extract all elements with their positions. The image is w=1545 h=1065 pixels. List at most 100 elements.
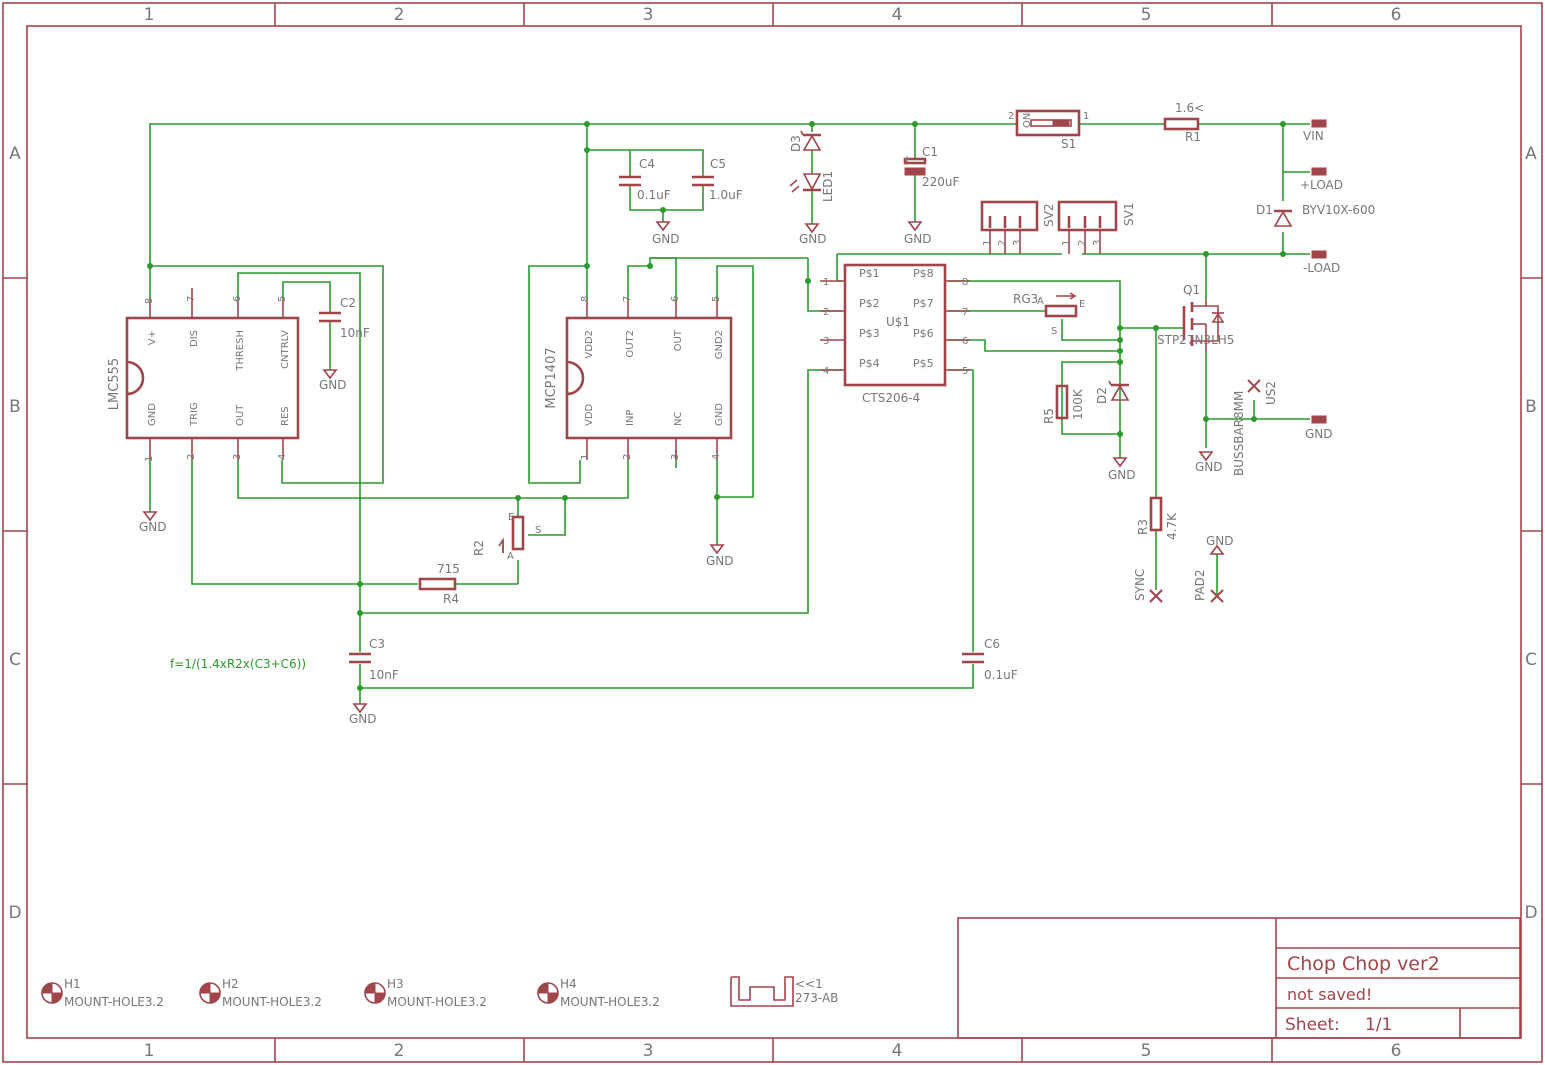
svg-text:0.1uF: 0.1uF xyxy=(984,668,1018,682)
pin-label: P$3 xyxy=(859,327,880,340)
header-sv1[interactable]: SV1 1 2 3 xyxy=(1057,200,1136,254)
pad-pad2[interactable]: PAD2 xyxy=(1193,569,1224,603)
pin-number: 6 xyxy=(670,296,681,302)
svg-text:R5: R5 xyxy=(1042,408,1056,424)
resistor-r1[interactable]: 1.6< R1 xyxy=(1163,101,1204,144)
mosfet-q1[interactable]: Q1 STP27N3LH5 xyxy=(1157,283,1234,352)
col-label-top: 6 xyxy=(1391,5,1402,25)
svg-text:C6: C6 xyxy=(984,637,1000,651)
svg-text:C2: C2 xyxy=(340,296,356,310)
u1-value: CTS206-4 xyxy=(862,391,920,405)
col-label-top: 5 xyxy=(1141,5,1152,25)
svg-text:4.7K: 4.7K xyxy=(1165,512,1179,540)
polarity-plus-icon: + xyxy=(903,154,911,165)
capacitor-c1[interactable]: + C1 220uF xyxy=(903,145,960,189)
pin-number: 4 xyxy=(711,454,722,460)
svg-text:GND: GND xyxy=(904,232,932,246)
pad-sync[interactable]: SYNC xyxy=(1133,569,1163,603)
svg-text:STP27N3LH5: STP27N3LH5 xyxy=(1157,333,1234,347)
net-junctions xyxy=(147,121,1286,691)
pin-label: INP xyxy=(625,410,636,426)
pin-number: 3 xyxy=(823,336,829,347)
diode-d3[interactable]: D3 xyxy=(789,130,822,152)
svg-text:S1: S1 xyxy=(1061,137,1076,151)
capacitor-c2[interactable]: C2 10nF xyxy=(319,296,370,340)
pin-label: P$1 xyxy=(859,267,880,280)
svg-text:S: S xyxy=(1051,326,1057,337)
capacitor-c4[interactable]: C4 0.1uF xyxy=(619,157,671,202)
col-label-bottom: 5 xyxy=(1141,1041,1152,1061)
frequency-formula: f=1/(1.4xR2x(C3+C6)) xyxy=(170,657,306,671)
frame-labels: 1 2 3 4 5 6 1 2 3 4 5 6 A B C D A B C D xyxy=(8,5,1537,1061)
mount-hole-h3[interactable]: H3 MOUNT-HOLE3.2 xyxy=(364,977,487,1009)
connector-minus-load[interactable]: -LOAD xyxy=(1303,250,1340,275)
mount-hole-h2[interactable]: H2 MOUNT-HOLE3.2 xyxy=(199,977,322,1009)
pin-number: 8 xyxy=(580,296,591,302)
svg-text:C4: C4 xyxy=(639,157,655,171)
connector-gnd[interactable]: GND xyxy=(1305,415,1333,441)
diode-d1[interactable]: D1 BYV10X-600 xyxy=(1256,203,1375,227)
svg-text:H4: H4 xyxy=(560,977,577,991)
svg-text:<<1: <<1 xyxy=(795,977,823,991)
potentiometer-rg[interactable]: RG3 E S A xyxy=(1013,292,1085,337)
pin-label: P$7 xyxy=(913,297,934,310)
pin-number: 7 xyxy=(962,307,968,318)
svg-text:GND: GND xyxy=(1195,460,1223,474)
svg-text:2: 2 xyxy=(1077,240,1088,246)
col-label-top: 3 xyxy=(643,5,654,25)
pin-number: 6 xyxy=(962,336,968,347)
pin-number: 2 xyxy=(823,307,829,318)
gnd-icon: GND xyxy=(1206,534,1234,555)
title-block: Chop Chop ver2 not saved! Sheet: 1/1 xyxy=(957,917,1521,1039)
capacitor-c3[interactable]: C3 10nF xyxy=(349,637,399,682)
svg-text:C5: C5 xyxy=(710,157,726,171)
pin-label: GND2 xyxy=(714,330,725,359)
pin-number: 1 xyxy=(144,456,155,462)
resistor-r4[interactable]: 715 R4 xyxy=(418,562,460,606)
pin-number: 2 xyxy=(186,454,197,460)
svg-text:R3: R3 xyxy=(1136,519,1150,535)
capacitor-c6[interactable]: C6 0.1uF xyxy=(962,637,1018,682)
svg-text:MOUNT-HOLE3.2: MOUNT-HOLE3.2 xyxy=(64,995,164,1009)
switch-s1[interactable]: ON 2 1 S1 xyxy=(1008,109,1089,151)
svg-text:US2: US2 xyxy=(1264,381,1278,405)
ic-u1-cts206[interactable]: 1 2 3 4 8 7 6 5 P$1 P$2 P$3 P$4 P$8 P$7 … xyxy=(820,263,970,405)
row-label-left: D xyxy=(8,903,21,923)
svg-text:273-AB: 273-AB xyxy=(795,991,838,1005)
gnd-icon: GND xyxy=(799,223,827,246)
heatsink-273ab[interactable]: <<1 273-AB xyxy=(730,976,838,1007)
connector-plus-load[interactable]: +LOAD xyxy=(1300,167,1343,192)
mount-hole-h1[interactable]: H1 MOUNT-HOLE3.2 xyxy=(41,977,164,1009)
pin-label: P$8 xyxy=(913,267,934,280)
connector-vin[interactable]: VIN xyxy=(1303,119,1327,143)
diode-d2[interactable]: D2 xyxy=(1095,380,1130,404)
resistor-r3[interactable]: R3 4.7K xyxy=(1136,496,1179,540)
svg-text:GND: GND xyxy=(139,520,167,534)
ic-mcp1407[interactable]: MCP1407 8 7 6 5 1 2 3 4 VDD2 OUT2 OUT GN… xyxy=(544,296,733,460)
mount-hole-h4[interactable]: H4 MOUNT-HOLE3.2 xyxy=(537,977,660,1009)
pin-number: 8 xyxy=(144,298,155,304)
svg-text:MOUNT-HOLE3.2: MOUNT-HOLE3.2 xyxy=(387,995,487,1009)
svg-text:2: 2 xyxy=(997,240,1008,246)
svg-text:LED1: LED1 xyxy=(821,171,835,202)
ic-lmc555[interactable]: LMC555 8 7 6 5 1 2 3 4 V+ DIS THRESH CNT… xyxy=(107,288,300,462)
u1-name: U$1 xyxy=(886,315,910,329)
pin-label: VDD xyxy=(584,403,595,426)
gnd-icon: GND xyxy=(652,221,680,246)
pin-label: VDD2 xyxy=(584,330,595,359)
svg-text:S: S xyxy=(535,525,541,536)
header-sv2[interactable]: SV2 1 2 3 xyxy=(980,200,1056,254)
svg-text:10nF: 10nF xyxy=(340,326,370,340)
capacitor-c5[interactable]: C5 1.0uF xyxy=(692,157,743,202)
svg-text:C1: C1 xyxy=(922,145,938,159)
potentiometer-r2[interactable]: R2 E S A xyxy=(472,512,541,562)
pin-number: 4 xyxy=(277,454,288,460)
svg-text:VIN: VIN xyxy=(1303,129,1324,143)
busbar-us2[interactable]: US2 BUSSBAR8MM xyxy=(1232,379,1278,476)
pin-number: 3 xyxy=(670,454,681,460)
pin-number: 2 xyxy=(622,454,633,460)
col-label-bottom: 3 xyxy=(643,1041,654,1061)
resistor-r5[interactable]: R5 100K xyxy=(1042,384,1085,424)
led-led1[interactable]: LED1 xyxy=(789,171,835,202)
